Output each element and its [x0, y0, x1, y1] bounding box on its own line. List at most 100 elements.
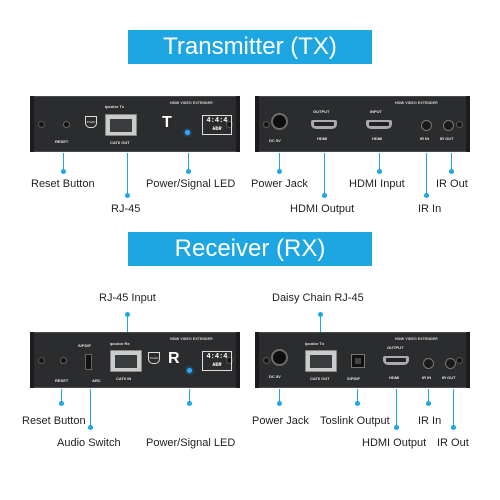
- callout-dot: [88, 425, 93, 430]
- callout-line: [426, 153, 427, 195]
- callout-power-signal-led: Power/Signal LED: [146, 178, 236, 190]
- arc-label: ARC: [92, 378, 101, 383]
- screw-icon: [456, 357, 463, 364]
- brand-label: HDMI VIDEO EXTENDER: [170, 101, 213, 105]
- callout-rj45: RJ-45: [111, 203, 141, 215]
- hdr-badge: 4:4:4 HDR: [202, 115, 232, 135]
- ir-in-port[interactable]: [421, 120, 432, 131]
- output-label: OUTPUT: [387, 345, 404, 350]
- panel-edge: [30, 96, 34, 152]
- screw-icon: [263, 121, 270, 128]
- callout-line: [320, 314, 321, 336]
- hdmi-label: HDMI: [317, 136, 328, 141]
- hdmi-output-port[interactable]: [311, 120, 337, 129]
- ir-out-port[interactable]: [443, 120, 454, 131]
- callout-line: [396, 389, 397, 427]
- screw-icon: [38, 357, 45, 364]
- panel-edge: [30, 332, 34, 388]
- proav-shield-icon: ProAV: [85, 116, 97, 128]
- callout-hdmi-output: HDMI Output: [290, 203, 355, 215]
- callout-line: [189, 389, 190, 403]
- callout-reset-button: Reset Button: [22, 415, 86, 427]
- model-label: ipcolor Rx: [110, 341, 130, 346]
- power-signal-led: [187, 368, 192, 373]
- ir-out-label: IR OUT: [442, 375, 456, 380]
- callout-daisy-chain-rj45: Daisy Chain RJ-45: [272, 292, 364, 304]
- callout-dot: [451, 425, 456, 430]
- callout-line: [63, 153, 64, 171]
- ir-in-port[interactable]: [423, 358, 434, 369]
- callout-ir-out: IR Out: [437, 437, 469, 449]
- callout-dot: [394, 425, 399, 430]
- power-jack[interactable]: [271, 349, 288, 366]
- callout-toslink-output: Toslink Output: [320, 415, 390, 427]
- callout-line: [451, 153, 452, 171]
- callout-dot: [449, 169, 454, 174]
- hdr-badge: 4:4:4 HDR: [202, 351, 232, 371]
- ir-out-port[interactable]: [445, 358, 456, 369]
- power-jack[interactable]: [271, 113, 288, 130]
- callout-dot: [59, 401, 64, 406]
- hdmi-output-port[interactable]: [383, 356, 409, 365]
- callout-dot: [277, 401, 282, 406]
- callout-line: [90, 389, 91, 427]
- callout-ir-out: IR Out: [436, 178, 468, 190]
- reset-button[interactable]: [63, 121, 70, 128]
- input-label: INPUT: [370, 109, 382, 114]
- hdmi-input-port[interactable]: [366, 120, 392, 129]
- callout-audio-switch: Audio Switch: [57, 437, 121, 449]
- callout-line: [357, 389, 358, 403]
- brand-label: HDMI VIDEO EXTENDER: [170, 337, 213, 341]
- transmitter-title: Transmitter (TX): [128, 30, 372, 64]
- screw-icon: [226, 121, 233, 128]
- audio-switch[interactable]: [85, 354, 92, 370]
- callout-line: [61, 389, 62, 403]
- cat6-label: CAT6 OUT: [310, 376, 330, 381]
- spdif-label: S/PDIF: [78, 343, 91, 348]
- callout-dot: [187, 401, 192, 406]
- callout-hdmi-input: HDMI Input: [349, 178, 405, 190]
- cat6-label: CAT6 OUT: [110, 140, 130, 145]
- spdif-label: S/PDIF: [347, 376, 360, 381]
- reset-label: RESET: [55, 139, 69, 144]
- callout-reset-button: Reset Button: [31, 178, 95, 190]
- panel-edge: [236, 332, 240, 388]
- callout-ir-in: IR In: [418, 203, 442, 215]
- callout-dot: [377, 169, 382, 174]
- panel-edge: [236, 96, 240, 152]
- receiver-title: Receiver (RX): [128, 232, 372, 266]
- hdmi-label: HDMI: [372, 136, 383, 141]
- dc-label: DC 5V: [269, 138, 281, 143]
- callout-line: [379, 153, 380, 171]
- callout-power-jack: Power Jack: [251, 178, 308, 190]
- callout-dot: [424, 193, 429, 198]
- brand-label: HDMI VIDEO EXTENDER: [395, 337, 438, 341]
- rj45-input-port[interactable]: [110, 350, 142, 372]
- receiver-logo: R: [168, 350, 180, 367]
- rx-front-panel: HDMI VIDEO EXTENDER RESET S/PDIF ARC ipc…: [30, 332, 240, 388]
- output-label: OUTPUT: [313, 109, 330, 114]
- callout-line: [324, 153, 325, 195]
- hdr-chroma: 4:4:4: [206, 117, 228, 125]
- model-label: ipcolor Tx: [305, 341, 325, 346]
- callout-line: [279, 389, 280, 403]
- callout-dot: [322, 193, 327, 198]
- callout-power-jack: Power Jack: [252, 415, 309, 427]
- reset-label: RESET: [55, 378, 69, 383]
- reset-button[interactable]: [60, 357, 67, 364]
- hdr-text: HDR: [212, 126, 222, 132]
- hdr-text: HDR: [212, 362, 222, 368]
- callout-dot: [355, 401, 360, 406]
- callout-line: [428, 389, 429, 403]
- daisy-chain-rj45-port[interactable]: [305, 350, 337, 372]
- toslink-port[interactable]: [351, 354, 365, 368]
- callout-dot: [277, 169, 282, 174]
- ir-out-label: IR OUT: [440, 136, 454, 141]
- callout-line: [188, 153, 189, 171]
- hdmi-label: HDMI: [389, 375, 400, 380]
- screw-icon: [226, 357, 233, 364]
- cat6-label: CAT6 IN: [116, 376, 132, 381]
- rj45-port[interactable]: [105, 114, 137, 136]
- screw-icon: [456, 121, 463, 128]
- transmitter-logo: T: [162, 114, 172, 131]
